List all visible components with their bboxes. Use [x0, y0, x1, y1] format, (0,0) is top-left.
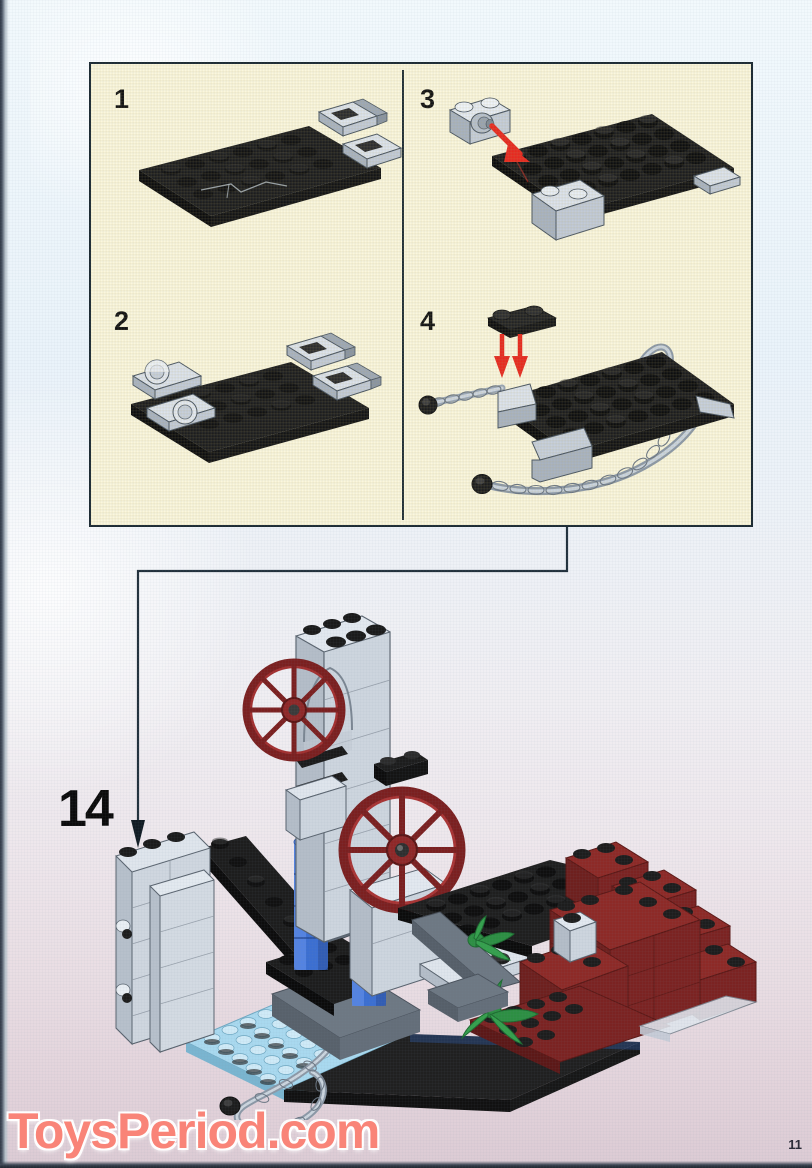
- panel-divider: [402, 70, 404, 520]
- right-lower-plate: [638, 995, 758, 1042]
- assembly-arrow-red: [489, 123, 530, 183]
- main-model-illustration: [115, 613, 758, 1120]
- scan-edge-bottom: [0, 1161, 812, 1168]
- page-number: 11: [788, 1137, 802, 1152]
- assembly-arrows-red: [494, 334, 528, 378]
- substep-cell-2: 2: [91, 292, 402, 525]
- substep-3-illustration: [448, 97, 742, 241]
- substep-number-4: 4: [420, 306, 435, 336]
- substep-panel: 1: [89, 62, 753, 527]
- step-number-14: 14: [58, 780, 114, 838]
- substep-cell-4: 4: [404, 292, 751, 525]
- green-plant-upper: [467, 914, 515, 961]
- substep-1-illustration: [139, 98, 403, 227]
- substep-2-illustration: [131, 332, 382, 463]
- substep-number-1: 1: [114, 84, 129, 114]
- wagon-wheel-front: [338, 786, 466, 914]
- scan-edge-left: [0, 0, 9, 1168]
- watermark-toysperiod: ToysPeriod.com: [8, 1103, 380, 1159]
- substep-number-2: 2: [114, 306, 129, 336]
- wagon-wheel-back: [242, 658, 346, 762]
- substep-cell-3: 3: [404, 64, 751, 292]
- chain-left: [418, 384, 506, 415]
- substep-4-illustration: [418, 305, 735, 496]
- center-dark-gray-detail: [426, 973, 510, 1022]
- substep-number-3: 3: [420, 84, 435, 114]
- substep-cell-1: 1: [91, 64, 403, 292]
